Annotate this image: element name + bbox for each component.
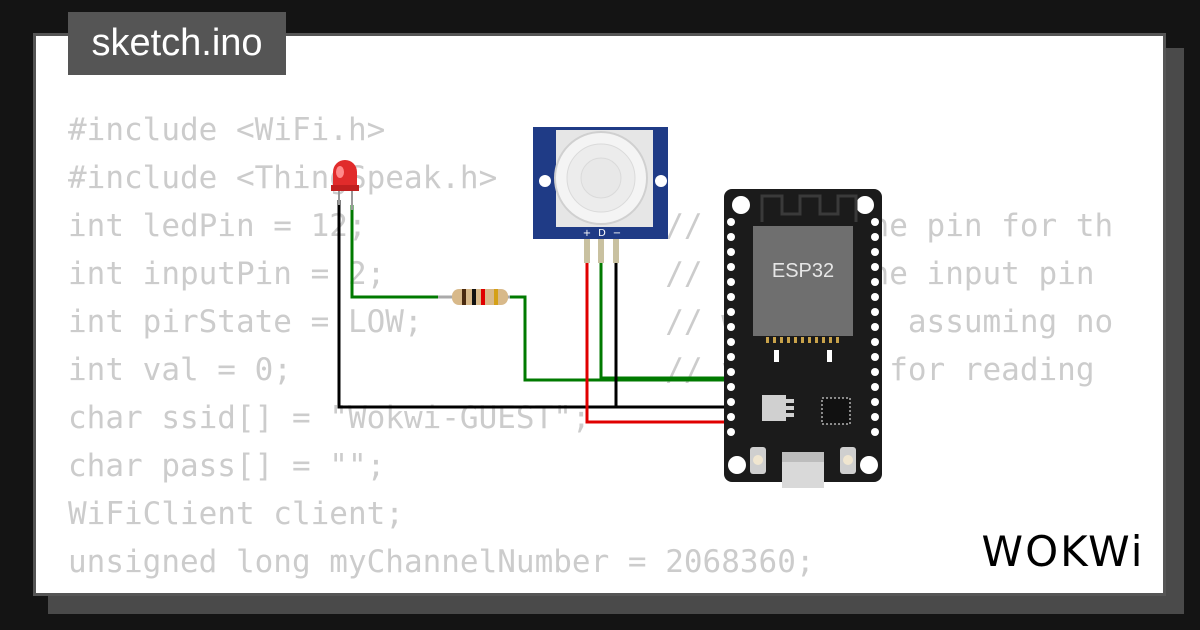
code-line: #include <WiFi.h> — [68, 112, 386, 148]
pir-pin-minus: − — [613, 228, 621, 239]
wokwi-logo: WOKWi — [982, 527, 1145, 576]
esp32-label: ESP32 — [772, 260, 834, 282]
code-line: #include <ThingSpeak.h> — [68, 160, 498, 196]
pir-pin-plus: + — [583, 228, 591, 239]
pir-sensor[interactable] — [533, 127, 668, 263]
esp32-board[interactable] — [724, 189, 882, 488]
wire-led-gnd — [337, 200, 728, 409]
code-line: const char * myWriteAPIKey = "J07WS0B1GK… — [68, 586, 1113, 593]
wire-pir-gnd — [614, 262, 728, 409]
wire-resistor-esp — [508, 295, 728, 382]
red-led[interactable] — [331, 160, 359, 210]
resistor[interactable] — [438, 289, 510, 305]
file-tab[interactable]: sketch.ino — [68, 12, 286, 75]
wokwi-logo-text: WOKWi — [982, 527, 1145, 576]
code-line: unsigned long myChannelNumber = 2068360; — [68, 544, 815, 580]
pir-pin-data: D — [598, 228, 606, 239]
code-line: char pass[] = ""; — [68, 448, 386, 484]
code-line: WiFiClient client; — [68, 496, 404, 532]
code-editor[interactable]: #include <WiFi.h> #include <ThingSpeak.h>… — [68, 106, 1113, 593]
wire-pir-vcc — [585, 262, 728, 424]
wire-led-resistor — [350, 205, 440, 299]
